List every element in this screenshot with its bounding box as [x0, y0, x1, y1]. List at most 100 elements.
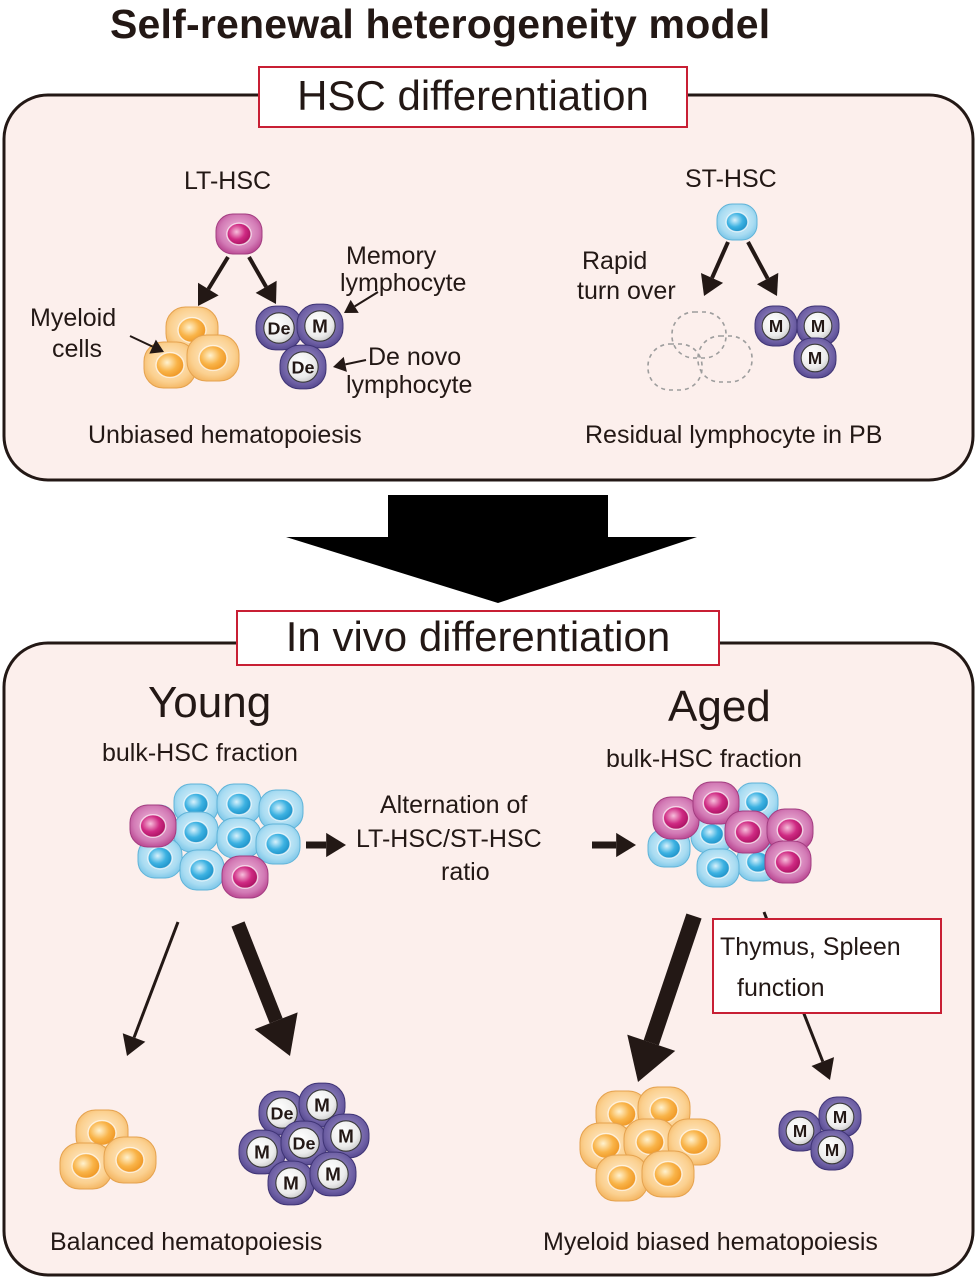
cell-label: M	[312, 315, 328, 336]
st-hsc-cell	[173, 811, 219, 853]
lt-to-lymphocyte-arrow	[247, 256, 277, 304]
denovo-pointer-arrow	[333, 356, 367, 372]
cell-label: De	[271, 1103, 294, 1123]
st-to-lymphocyte-arrow	[746, 241, 779, 296]
arrow-layer	[122, 241, 835, 1082]
aged-to-myeloid-arrow	[627, 913, 702, 1082]
memory-pointer-arrow	[344, 291, 379, 313]
st-hsc-cell	[690, 814, 734, 854]
hsc-differentiation-banner: HSC differentiation	[258, 66, 688, 128]
hsc-differentiation-label: HSC differentiation	[297, 72, 649, 119]
st-hsc-cell	[258, 789, 304, 831]
myeloid-pointer-arrow	[129, 335, 164, 354]
cell-label: De	[268, 318, 291, 338]
rapid-turnover-label-line1: Rapid	[582, 247, 648, 275]
myeloid-cell	[595, 1154, 649, 1202]
myeloid-biased-hematopoiesis-label: Myeloid biased hematopoiesis	[543, 1228, 878, 1256]
lt-hsc-label: LT-HSC	[184, 167, 272, 195]
cell-label: M	[314, 1094, 330, 1115]
young-to-ratio-arrow	[306, 832, 346, 858]
diagram-title: Self-renewal heterogeneity model	[110, 1, 771, 47]
alternation-label-line3: ratio	[441, 858, 490, 886]
memory-lymphocyte-cell: M	[322, 1113, 370, 1159]
thymus-spleen-label-line1: Thymus, Spleen	[720, 933, 901, 961]
myeloid-cell	[186, 334, 240, 382]
lt-hsc-cell	[724, 810, 772, 854]
st-hsc-cell	[216, 817, 262, 859]
lt-hsc-cell	[692, 781, 740, 825]
aged-bulk-hsc-label: bulk-HSC fraction	[606, 745, 802, 773]
de-novo-lymphocyte-label-line1: De novo	[368, 343, 462, 371]
st-hsc-cell	[255, 823, 301, 865]
memory-lymphocyte-cell: M	[793, 337, 837, 379]
de-novo-lymphocyte-label-line2: lymphocyte	[346, 371, 473, 399]
cell-label: M	[283, 1172, 299, 1193]
young-bulk-hsc-label: bulk-HSC fraction	[102, 739, 298, 767]
myeloid-cell	[143, 341, 197, 389]
myeloid-cell	[641, 1150, 695, 1198]
memory-lymphocyte-cell: M	[810, 1129, 854, 1171]
de-novo-lymphocyte-cell: De	[279, 344, 327, 390]
st-hsc-cell	[696, 848, 740, 888]
st-to-turnover-arrow	[700, 241, 730, 296]
myeloid-cell	[667, 1118, 721, 1166]
balanced-hematopoiesis-label: Balanced hematopoiesis	[50, 1228, 323, 1256]
cell-label: De	[293, 1133, 316, 1153]
memory-lymphocyte-label-line2: lymphocyte	[340, 269, 467, 297]
st-hsc-cell	[179, 849, 225, 891]
rapid-turnover-label-line2: turn over	[577, 277, 676, 305]
lt-hsc-cell	[129, 804, 177, 848]
cell-label: M	[825, 1140, 839, 1160]
residual-lymphocyte-label: Residual lymphocyte in PB	[585, 421, 883, 449]
lt-hsc-cell	[215, 213, 263, 255]
st-hsc-cell	[137, 837, 183, 879]
thymus-spleen-label-line2: function	[737, 974, 825, 1002]
cell-label: M	[793, 1121, 807, 1141]
cell-label: De	[292, 357, 315, 377]
memory-lymphocyte-label-line1: Memory	[346, 242, 437, 270]
memory-lymphocyte-cell: M	[818, 1096, 862, 1138]
cell-label: M	[769, 316, 783, 336]
memory-lymphocyte-cell: M	[754, 305, 798, 347]
lt-hsc-cell	[652, 796, 700, 840]
memory-lymphocyte-cell: M	[309, 1151, 357, 1197]
st-hsc-cell	[716, 203, 758, 241]
cell-label: M	[254, 1141, 270, 1162]
lt-hsc-cell	[766, 808, 814, 852]
cell-label: M	[325, 1163, 341, 1184]
lt-hsc-cell	[764, 840, 812, 884]
aged-label: Aged	[668, 682, 771, 731]
young-to-myeloid-arrow	[122, 921, 180, 1056]
de-novo-lymphocyte-cell: De	[255, 305, 303, 351]
memory-lymphocyte-cell: M	[238, 1129, 286, 1175]
memory-lymphocyte-cell: M	[796, 305, 840, 347]
memory-lymphocyte-cell: M	[267, 1160, 315, 1206]
lt-hsc-cell	[221, 855, 269, 899]
cell-label: M	[338, 1125, 354, 1146]
in-vivo-differentiation-label: In vivo differentiation	[285, 613, 671, 660]
in-vivo-differentiation-banner: In vivo differentiation	[236, 610, 720, 666]
cell-label: M	[811, 316, 825, 336]
transition-arrow	[286, 495, 697, 603]
memory-lymphocyte-cell: M	[778, 1110, 822, 1152]
alternation-label-line1: Alternation of	[380, 791, 528, 819]
young-to-lymphocyte-arrow	[231, 921, 298, 1056]
young-label: Young	[148, 678, 272, 727]
myeloid-cells-label-line1: Myeloid	[30, 304, 117, 332]
ratio-to-aged-arrow	[592, 832, 636, 858]
de-novo-lymphocyte-cell: De	[280, 1120, 328, 1166]
unbiased-hematopoiesis-label: Unbiased hematopoiesis	[88, 421, 362, 449]
memory-lymphocyte-cell: M	[296, 303, 344, 349]
myeloid-cell	[59, 1142, 113, 1190]
myeloid-cell	[103, 1136, 157, 1184]
cell-label: M	[808, 348, 822, 368]
lt-to-myeloid-arrow	[198, 255, 230, 306]
thymus-spleen-box	[712, 918, 942, 1014]
cell-label: M	[833, 1107, 847, 1127]
alternation-label-line2: LT-HSC/ST-HSC	[356, 825, 542, 853]
st-hsc-label: ST-HSC	[685, 165, 777, 193]
myeloid-cells-label-line2: cells	[52, 335, 103, 363]
